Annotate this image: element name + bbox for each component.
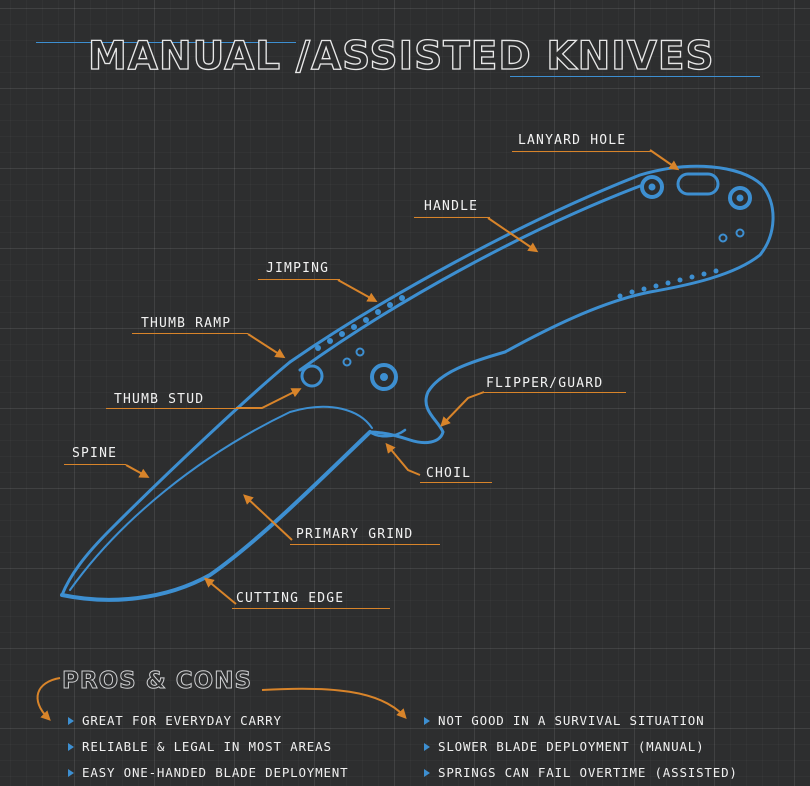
blade-cutting-edge [60,430,372,602]
bullet-icon [424,717,430,725]
label-thumb-ramp: THUMB RAMP [141,316,232,331]
arrow-cons [261,687,407,719]
label-spine: SPINE [72,446,118,461]
underline-primary-grind [290,544,440,545]
cons-item: NOT GOOD IN A SURVIVAL SITUATION [424,708,738,734]
underline-flipper-guard [484,392,626,393]
bullet-icon [68,717,74,725]
pros-item: GREAT FOR EVERYDAY CARRY [68,708,348,734]
knife-handle-inner-line [298,184,642,372]
arrow-cutting-edge [203,577,237,605]
bullet-icon [68,769,74,777]
cons-item: SPRINGS CAN FAIL OVERTIME (ASSISTED) [424,760,738,786]
arrow-choil [385,442,421,476]
blade-primary-grind [69,405,373,591]
underline-spine [64,464,126,465]
label-flipper-guard: FLIPPER/GUARD [486,376,604,391]
underline-handle [414,217,490,218]
title-underline-bottom [510,76,760,77]
arrow-spine [125,464,150,478]
blade-spine-outline [60,360,292,597]
arrow-handle [487,217,539,253]
thumb-stud [300,364,324,388]
label-jimping: JIMPING [266,261,330,276]
arrow-lanyard-hole [649,149,680,171]
arrow-flipper-guard [440,391,485,427]
bullet-icon [424,743,430,751]
knife-handle-outline [288,164,775,445]
underline-thumb-stud [106,408,236,409]
label-thumb-stud: THUMB STUD [114,392,205,407]
arrow-thumb-ramp [247,333,286,359]
pros-cons-title: PROS & CONS [61,668,253,695]
underline-lanyard-hole [512,151,652,152]
underline-cutting-edge [232,608,390,609]
bullet-icon [68,743,74,751]
pros-item: EASY ONE-HANDED BLADE DEPLOYMENT [68,760,348,786]
blade-choil [368,428,407,438]
jimping-teeth [315,268,719,351]
label-cutting-edge: CUTTING EDGE [236,591,345,606]
label-primary-grind: PRIMARY GRIND [296,527,414,542]
arrow-primary-grind [243,494,293,541]
bullet-icon [424,769,430,777]
label-handle: HANDLE [424,199,479,214]
underline-jimping [258,279,340,280]
label-choil: CHOIL [426,466,472,481]
lanyard-hole [676,172,720,196]
page-title: MANUAL /ASSISTED KNIVES [87,33,715,79]
arrow-pros [36,677,61,721]
arrow-thumb-stud [236,388,302,409]
pros-item: RELIABLE & LEGAL IN MOST AREAS [68,734,348,760]
title-underline-top [36,42,296,43]
underline-thumb-ramp [132,333,248,334]
arrow-jimping [337,279,378,302]
underline-choil [420,482,492,483]
pros-list: GREAT FOR EVERYDAY CARRY RELIABLE & LEGA… [68,708,348,786]
cons-list: NOT GOOD IN A SURVIVAL SITUATION SLOWER … [424,708,738,786]
knife-hardware [300,172,752,391]
cons-item: SLOWER BLADE DEPLOYMENT (MANUAL) [424,734,738,760]
label-lanyard-hole: LANYARD HOLE [518,133,627,148]
